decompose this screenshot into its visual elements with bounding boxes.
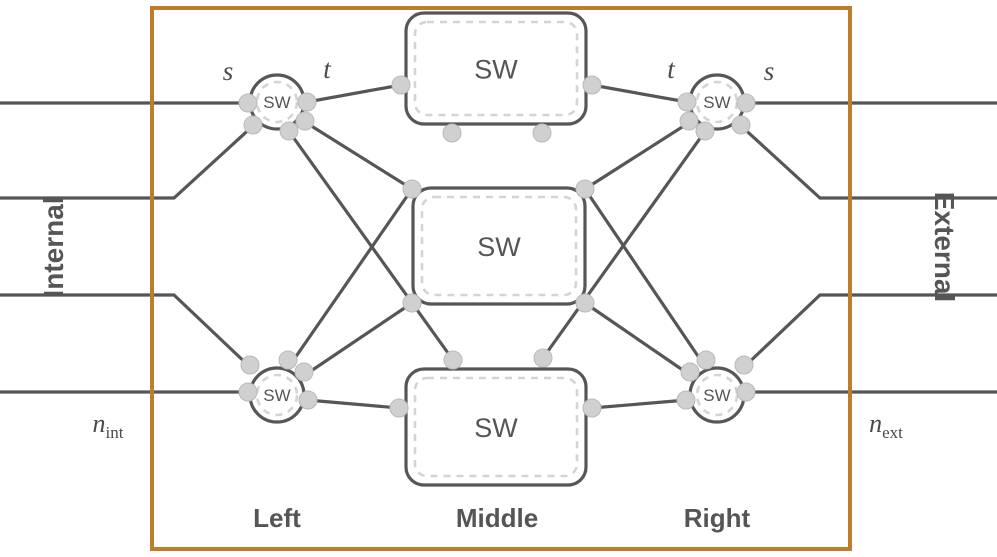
switch-inner-dashed: [413, 20, 579, 117]
side-label-external: External: [929, 192, 960, 303]
port-p-lt-e[interactable]: [297, 92, 317, 112]
switch-inner-dashed: [413, 376, 579, 478]
port-p-mt-se[interactable]: [532, 123, 552, 143]
switch-label: SW: [263, 93, 290, 112]
switch-label: SW: [474, 55, 518, 85]
port-p-rb-w[interactable]: [676, 390, 696, 410]
wire-lb-mb: [306, 398, 400, 410]
switch-outline: [411, 186, 587, 306]
switch-label: SW: [263, 386, 290, 405]
switch-mid-bottom[interactable]: SW: [404, 367, 588, 487]
port-p-rt-se[interactable]: [731, 115, 751, 135]
port-p-rb-n[interactable]: [696, 350, 716, 370]
wire-lt-mb: [286, 129, 455, 361]
switch-inner-dashed: [255, 80, 299, 124]
switch-outline: [404, 11, 588, 126]
wire-mb-rt: [541, 129, 708, 359]
stage-boundary-frame: [150, 6, 852, 551]
count-base: n: [93, 409, 106, 438]
switch-label: SW: [703, 386, 730, 405]
port-label-right-s: s: [764, 56, 775, 86]
port-p-rt-w[interactable]: [677, 92, 697, 112]
wire-mc-rt: [584, 120, 691, 191]
stage-label-middle: Middle: [456, 503, 538, 533]
wire-lb-mc: [304, 301, 413, 377]
switch-outline: [404, 367, 588, 487]
switch-mid-top[interactable]: SW: [404, 11, 588, 126]
port-p-mb-w[interactable]: [389, 398, 409, 418]
wire-mt-rb: [583, 188, 708, 369]
port-p-lt-se[interactable]: [295, 111, 315, 131]
wire-mt-rt: [591, 83, 688, 104]
port-p-lt-s[interactable]: [279, 121, 299, 141]
wire-int-3: [0, 293, 253, 370]
port-p-lt-w[interactable]: [238, 93, 258, 113]
wire-ext-3: [741, 293, 997, 370]
side-label-internal: Internal: [38, 196, 69, 297]
port-p-mc-nw[interactable]: [402, 179, 422, 199]
wire-mb-rb: [591, 398, 688, 410]
port-p-mc-ne[interactable]: [575, 179, 595, 199]
switch-layer: SW SW SW SW SW SW SW: [248, 11, 746, 487]
port-p-lb-w[interactable]: [238, 382, 258, 402]
switch-label: SW: [474, 413, 518, 443]
switch-label: SW: [477, 232, 521, 262]
port-p-rt-s[interactable]: [695, 121, 715, 141]
port-label-left-t: t: [323, 54, 332, 84]
wire-ext-2: [737, 122, 997, 200]
port-p-mb-nw[interactable]: [443, 350, 463, 370]
stage-label-right: Right: [684, 503, 751, 533]
port-p-lb-e[interactable]: [298, 390, 318, 410]
port-p-mb-ne[interactable]: [533, 348, 553, 368]
switch-inner-dashed: [420, 195, 578, 297]
count-base: n: [869, 409, 882, 438]
wire-lt-mc: [304, 120, 413, 191]
count-label-n-int: nint: [93, 409, 124, 442]
wire-lt-mt: [306, 83, 402, 104]
port-p-mt-sw[interactable]: [442, 123, 462, 143]
stage-label-left: Left: [253, 503, 301, 533]
port-p-mt-w[interactable]: [391, 75, 411, 95]
port-label-right-t: t: [667, 54, 676, 84]
port-p-lt-sw[interactable]: [243, 115, 263, 135]
port-p-mc-sw[interactable]: [402, 293, 422, 313]
switch-mid-center[interactable]: SW: [411, 186, 587, 306]
port-p-rt-sw[interactable]: [679, 111, 699, 131]
wire-int-2: [0, 122, 257, 200]
port-p-lb-n[interactable]: [278, 350, 298, 370]
port-p-rb-nw[interactable]: [680, 362, 700, 382]
port-p-rb-e[interactable]: [736, 382, 756, 402]
wire-lb-mt: [286, 188, 414, 369]
switch-label: SW: [703, 93, 730, 112]
port-p-mb-e[interactable]: [582, 398, 602, 418]
port-p-rb-ne[interactable]: [734, 355, 754, 375]
wire-layer: [0, 83, 997, 410]
wire-mc-rb: [584, 301, 691, 377]
switch-inner-dashed: [255, 373, 299, 417]
port-p-lb-nw[interactable]: [240, 355, 260, 375]
count-subscript: int: [106, 423, 124, 442]
count-subscript: ext: [882, 423, 903, 442]
port-p-mt-e[interactable]: [582, 75, 602, 95]
count-label-n-ext: next: [869, 409, 903, 442]
port-p-rt-e[interactable]: [736, 93, 756, 113]
port-p-lb-ne[interactable]: [294, 362, 314, 382]
port-label-left-s: s: [223, 56, 234, 86]
port-layer: [238, 75, 756, 418]
port-p-mc-se[interactable]: [575, 293, 595, 313]
